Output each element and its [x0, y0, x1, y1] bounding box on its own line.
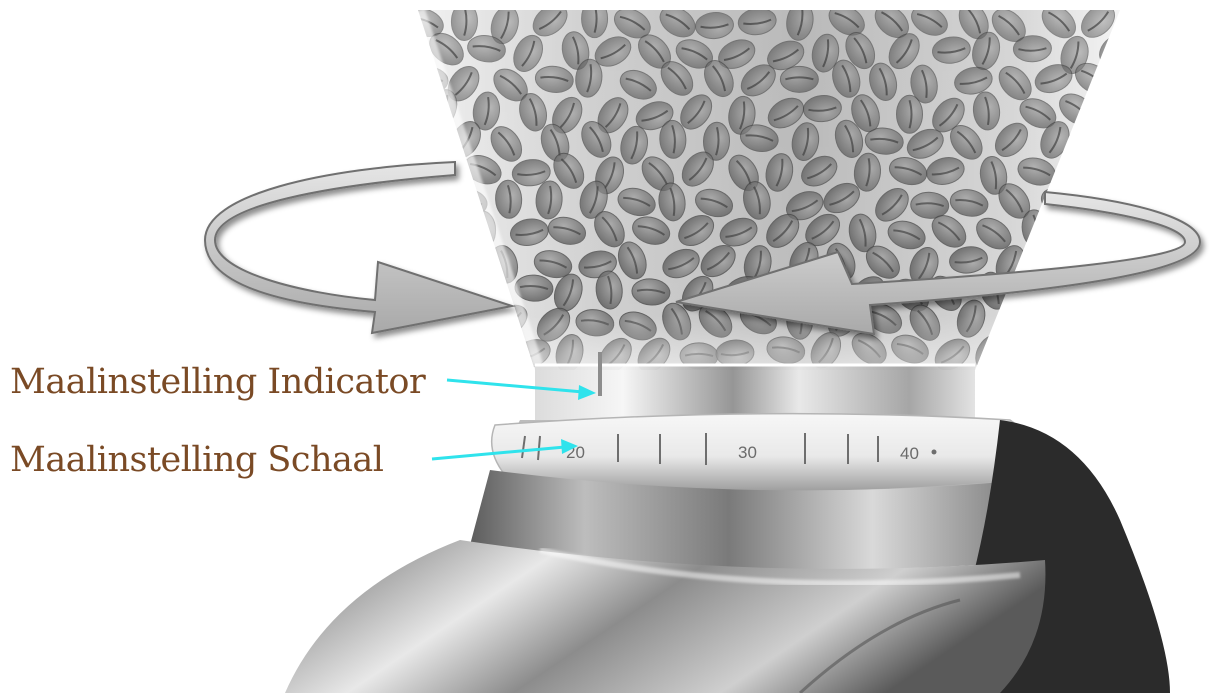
scale-label: Maalinstelling Schaal: [10, 443, 383, 478]
indicator-label: Maalinstelling Indicator: [10, 365, 425, 400]
dial-dot: [932, 450, 937, 455]
dial-mark-40: 40: [900, 444, 919, 463]
dial-mark-30: 30: [738, 443, 757, 462]
indicator-mark: [598, 352, 602, 396]
